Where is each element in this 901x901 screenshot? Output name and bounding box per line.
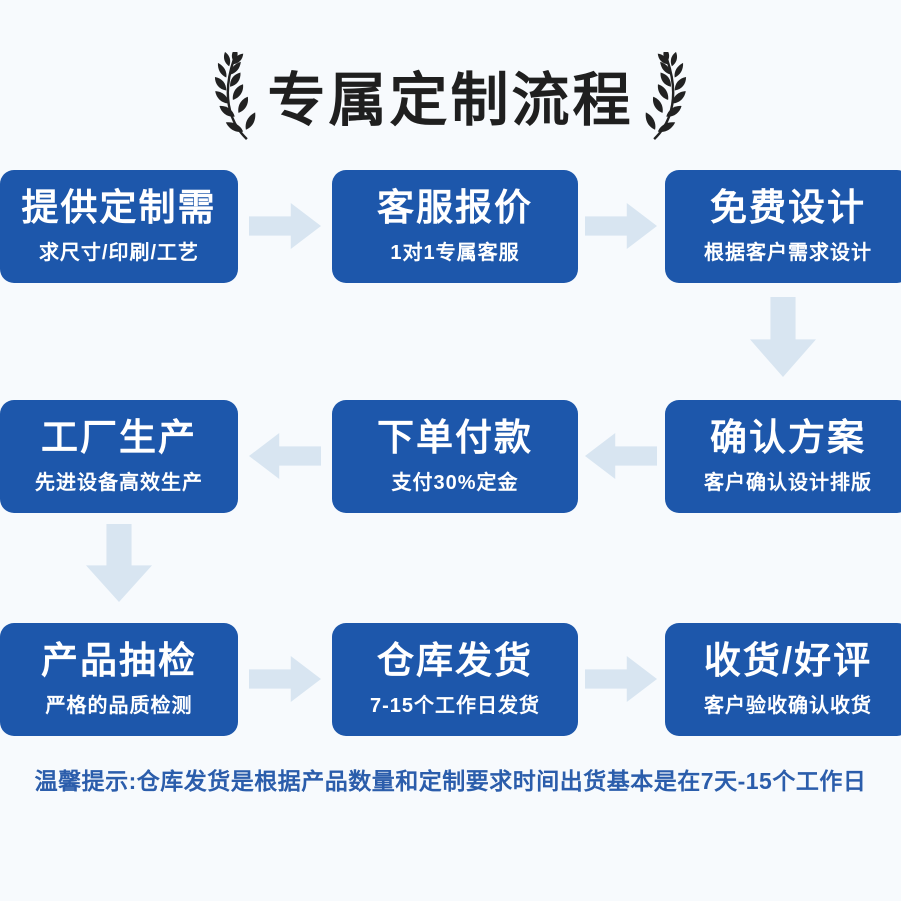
step-title: 收货/好评 xyxy=(703,640,873,682)
step-factory-production: 工厂生产 先进设备高效生产 xyxy=(0,400,238,513)
page-header: 专属定制流程 xyxy=(0,48,901,148)
step-title: 提供定制需 xyxy=(21,187,217,229)
step-subtitle: 先进设备高效生产 xyxy=(35,471,203,494)
arrow-right-icon xyxy=(585,203,657,249)
shipping-note: 温馨提示:仓库发货是根据产品数量和定制要求时间出货基本是在7天-15个工作日 xyxy=(34,768,867,794)
step-title: 工厂生产 xyxy=(41,417,197,459)
step-subtitle: 7-15个工作日发货 xyxy=(369,694,541,717)
arrow-right-icon xyxy=(249,656,321,702)
arrow-left-icon xyxy=(585,433,657,479)
step-service-quote: 客服报价 1对1专属客服 xyxy=(332,170,578,283)
step-subtitle: 1对1专属客服 xyxy=(390,241,520,264)
step-subtitle: 客户验收确认收货 xyxy=(704,694,872,717)
arrow-right-icon xyxy=(249,203,321,249)
arrow-right-icon xyxy=(585,656,657,702)
step-order-payment: 下单付款 支付30%定金 xyxy=(332,400,578,513)
step-title: 下单付款 xyxy=(377,417,533,459)
arrow-down-icon xyxy=(750,297,816,377)
step-title: 客服报价 xyxy=(377,187,533,229)
arrow-left-icon xyxy=(249,433,321,479)
step-provide-requirements: 提供定制需 求尺寸/印刷/工艺 xyxy=(0,170,238,283)
step-warehouse-shipping: 仓库发货 7-15个工作日发货 xyxy=(332,623,578,736)
step-subtitle: 严格的品质检测 xyxy=(45,694,193,717)
step-title: 确认方案 xyxy=(710,417,866,459)
page-title: 专属定制流程 xyxy=(267,68,634,133)
step-receive-review: 收货/好评 客户验收确认收货 xyxy=(665,623,901,736)
step-confirm-plan: 确认方案 客户确认设计排版 xyxy=(665,400,901,513)
step-subtitle: 根据客户需求设计 xyxy=(704,241,872,264)
step-product-inspection: 产品抽检 严格的品质检测 xyxy=(0,623,238,736)
step-title: 免费设计 xyxy=(710,187,866,229)
step-free-design: 免费设计 根据客户需求设计 xyxy=(665,170,901,283)
step-subtitle: 客户确认设计排版 xyxy=(704,471,872,494)
step-subtitle: 求尺寸/印刷/工艺 xyxy=(38,241,200,264)
step-subtitle: 支付30%定金 xyxy=(391,471,519,494)
arrow-down-icon xyxy=(86,524,152,602)
step-title: 仓库发货 xyxy=(377,640,533,682)
laurel-right-icon xyxy=(645,52,686,140)
step-title: 产品抽检 xyxy=(41,640,197,682)
laurel-left-icon xyxy=(215,52,256,140)
